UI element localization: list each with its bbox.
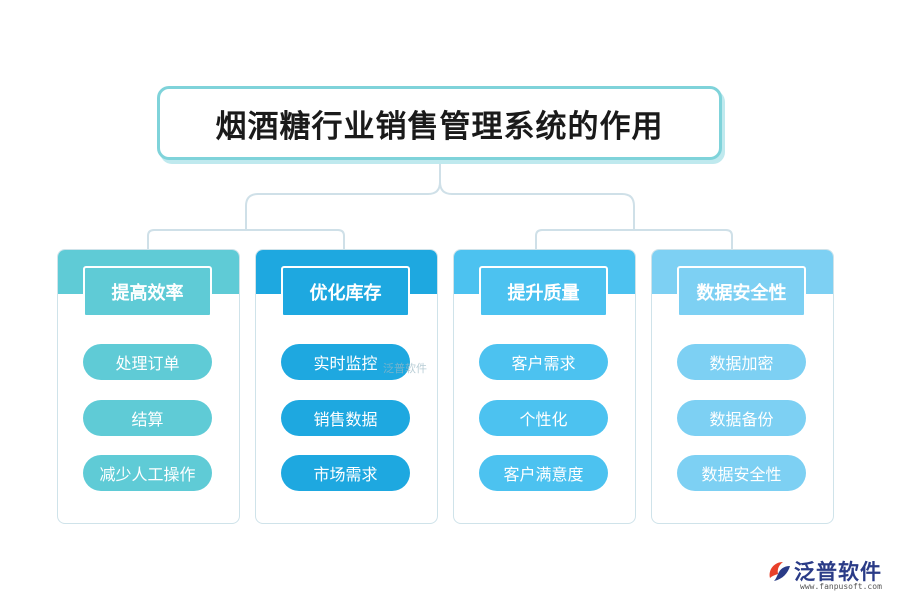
card-item: 销售数据 bbox=[281, 400, 410, 436]
card-item: 市场需求 bbox=[281, 455, 410, 491]
card-item: 减少人工操作 bbox=[83, 455, 212, 491]
card-header: 提升质量 bbox=[479, 266, 608, 317]
category-card-efficiency: 提高效率 处理订单 结算 减少人工操作 bbox=[57, 249, 240, 524]
fanpu-logo-icon bbox=[769, 562, 790, 581]
category-card-inventory: 优化库存 实时监控 销售数据 市场需求 bbox=[255, 249, 438, 524]
category-card-quality: 提升质量 客户需求 个性化 客户满意度 bbox=[453, 249, 636, 524]
card-item: 结算 bbox=[83, 400, 212, 436]
card-item: 数据备份 bbox=[677, 400, 806, 436]
diagram-title: 烟酒糖行业销售管理系统的作用 bbox=[215, 108, 664, 145]
card-header: 数据安全性 bbox=[677, 266, 806, 317]
brand-logo: 泛普软件 www.fanpusoft.com bbox=[766, 556, 894, 596]
logo-url: www.fanpusoft.com bbox=[800, 582, 882, 591]
card-item: 数据安全性 bbox=[677, 455, 806, 491]
card-header: 提高效率 bbox=[83, 266, 212, 317]
card-item: 实时监控 bbox=[281, 344, 410, 380]
card-item: 客户满意度 bbox=[479, 455, 608, 491]
card-item: 客户需求 bbox=[479, 344, 608, 380]
card-header: 优化库存 bbox=[281, 266, 410, 317]
card-item: 数据加密 bbox=[677, 344, 806, 380]
watermark: 泛普软件 bbox=[383, 362, 427, 375]
category-card-security: 数据安全性 数据加密 数据备份 数据安全性 bbox=[651, 249, 834, 524]
title-box: 烟酒糖行业销售管理系统的作用 bbox=[157, 86, 722, 160]
card-item: 处理订单 bbox=[83, 344, 212, 380]
logo-name: 泛普软件 bbox=[794, 560, 882, 584]
card-item: 个性化 bbox=[479, 400, 608, 436]
